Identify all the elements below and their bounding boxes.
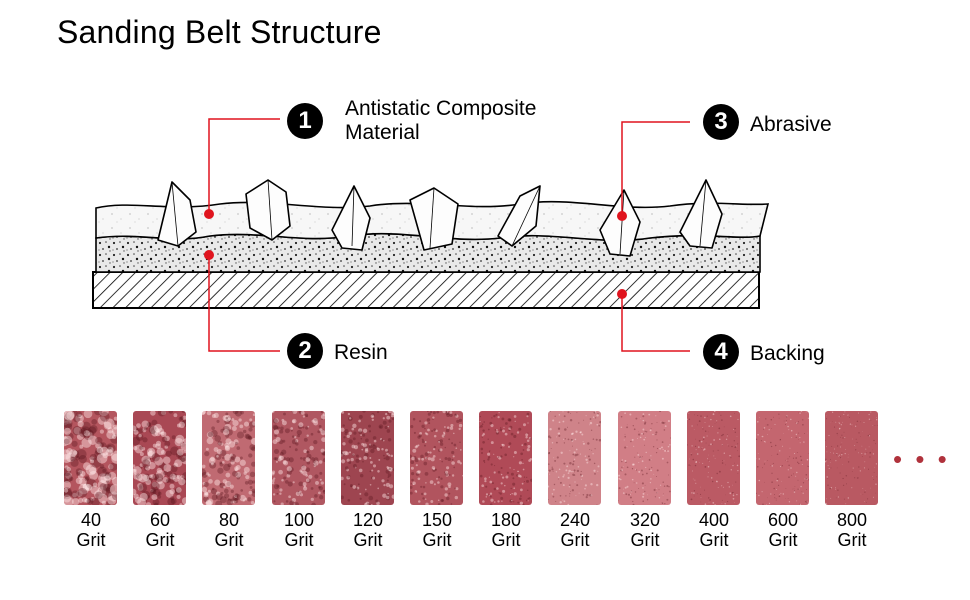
marker-dot-2 [204,250,214,260]
belt-cross-section [92,118,770,352]
grit-unit: Grit [284,530,314,550]
grit-swatch-800 [825,411,878,505]
grit-value: 120 [352,510,384,530]
grit-value: 40 [80,510,102,530]
callout-number-3: 3 [703,104,739,140]
callout-number-2: 2 [287,333,323,369]
grit-value: 60 [149,510,171,530]
grit-value: 80 [218,510,240,530]
callout-label-3: Abrasive [750,113,832,136]
grit-unit: Grit [491,530,521,550]
grit-value: 400 [698,510,730,530]
callout-label-1-line1: Antistatic Composite [345,97,537,120]
grit-swatch-120 [341,411,394,505]
grit-unit: Grit [422,530,452,550]
callout-label-4: Backing [750,342,825,365]
grit-swatch-600 [756,411,809,505]
grit-value: 100 [283,510,315,530]
grit-swatch-180 [479,411,532,505]
abrasive-grains [157,179,723,257]
grit-value: 600 [767,510,799,530]
leader-line-1 [208,118,280,214]
grit-value: 150 [421,510,453,530]
grit-swatch-100 [272,411,325,505]
grit-swatch-60 [133,411,186,505]
grit-unit: Grit [699,530,729,550]
callout-label-2: Resin [334,341,388,364]
grit-swatch-320 [618,411,671,505]
backing-layer [92,271,760,309]
grit-unit: Grit [214,530,244,550]
grit-unit: Grit [837,530,867,550]
callout-number-1: 1 [287,103,323,139]
marker-dot-3 [617,211,627,221]
grit-swatch-80 [202,411,255,505]
grit-unit: Grit [560,530,590,550]
callout-label-1-line2: Material [345,121,420,144]
grit-unit: Grit [76,530,106,550]
grit-swatch-150 [410,411,463,505]
leader-line-3 [621,121,690,216]
grit-swatch-240 [548,411,601,505]
grit-value: 320 [629,510,661,530]
grit-value: 180 [490,510,522,530]
leader-line-2 [208,255,280,352]
grit-swatch-400 [687,411,740,505]
grit-unit: Grit [630,530,660,550]
grit-value: 240 [559,510,591,530]
leader-line-4 [621,294,690,352]
grit-unit: Grit [145,530,175,550]
marker-dot-4 [617,289,627,299]
page-title: Sanding Belt Structure [57,14,382,50]
callout-label-1: Antistatic Composite Material [345,97,536,145]
more-indicator: • • • [893,444,950,474]
grit-value: 800 [836,510,868,530]
grit-unit: Grit [353,530,383,550]
grit-unit: Grit [768,530,798,550]
grit-swatch-40 [64,411,117,505]
marker-dot-1 [204,209,214,219]
callout-number-4: 4 [703,334,739,370]
